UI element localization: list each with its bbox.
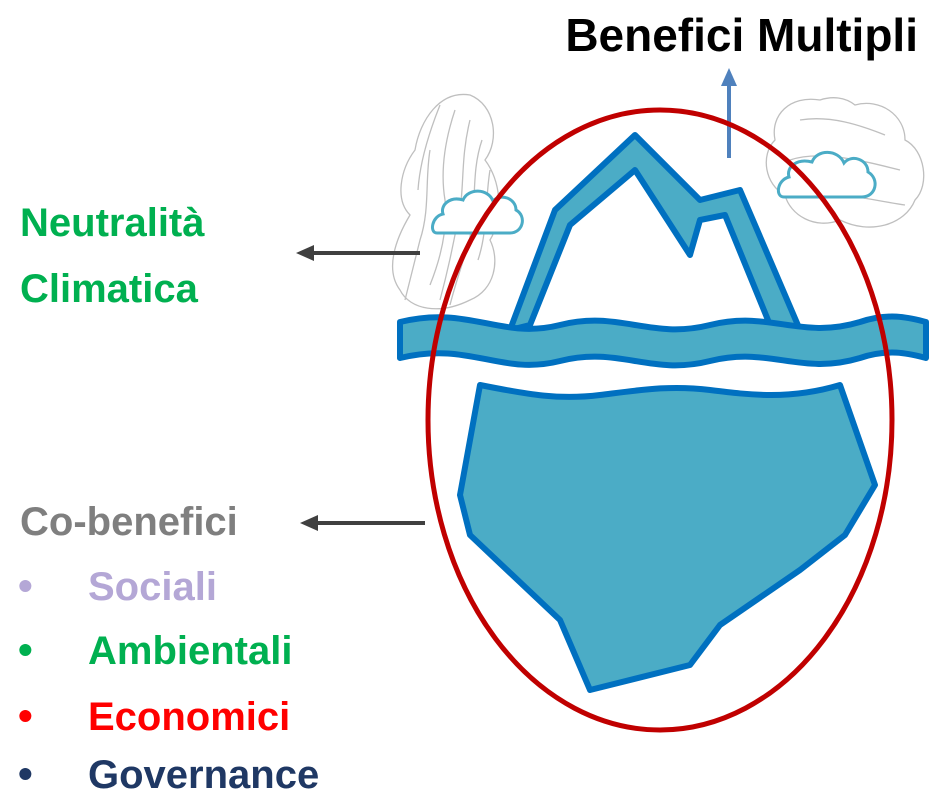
- cloud-icon-left: [430, 189, 524, 235]
- iceberg-tip: [507, 132, 803, 333]
- neutrality-label-line1: Neutralità: [20, 201, 205, 245]
- cloud-icon-right: [776, 150, 877, 199]
- bullet-icon: •: [18, 692, 33, 739]
- water-line: [397, 313, 929, 369]
- list-item: • Sociali: [18, 562, 217, 610]
- bullet-icon: •: [18, 750, 33, 797]
- highlight-ellipse: [425, 107, 895, 733]
- cobenefit-sociali: Sociali: [88, 565, 217, 609]
- bullet-icon: •: [18, 562, 33, 609]
- list-item: • Governance: [18, 750, 319, 798]
- list-item: • Economici: [18, 692, 290, 740]
- list-item: • Ambientali: [18, 626, 292, 674]
- cobenefit-governance: Governance: [88, 753, 320, 797]
- cobenefit-ambientali: Ambientali: [88, 629, 293, 673]
- neutrality-label-line2: Climatica: [20, 267, 198, 311]
- cobenefits-heading: Co-benefici: [20, 500, 238, 544]
- cobenefits-arrow-head: [300, 515, 318, 531]
- up-arrow-head: [721, 68, 737, 86]
- diagram-title: Benefici Multipli: [565, 9, 918, 61]
- bullet-icon: •: [18, 626, 33, 673]
- iceberg-base: [457, 382, 878, 693]
- cobenefit-economici: Economici: [88, 695, 291, 739]
- neutrality-arrow-head: [296, 245, 314, 261]
